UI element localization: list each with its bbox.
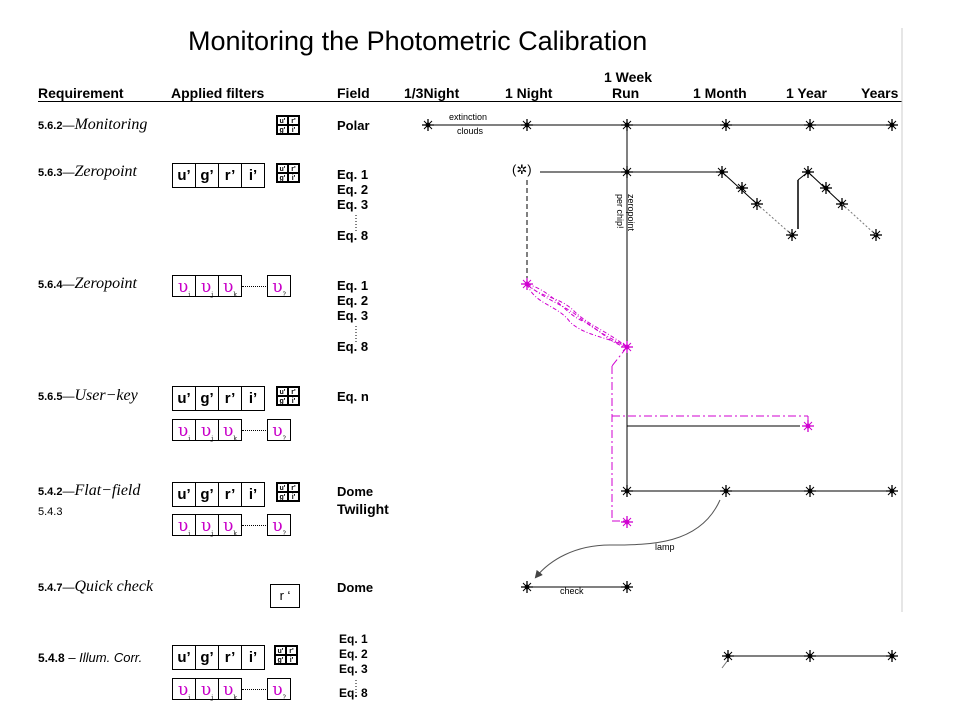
magenta-braid [526, 283, 628, 348]
label-clouds: clouds [457, 126, 484, 136]
marker-star-magenta [801, 419, 815, 433]
p-filter-box: υi υj υk υ? [172, 678, 291, 701]
req-quickcheck: 5.4.7—Quick check [38, 578, 154, 595]
page-title: Monitoring the Photometric Calibration [188, 26, 648, 56]
field-polar: Polar [337, 118, 370, 133]
lamp-arrow [534, 499, 721, 579]
marker-star [735, 181, 749, 195]
p-filter-box: υi υj υk υ? [172, 275, 291, 298]
req-monitoring: 5.6.2—Monitoring [38, 116, 148, 133]
req-flatfield: 5.4.2—Flat−field [38, 482, 141, 499]
paren-marker: (✲) [512, 162, 532, 177]
header-week-line1: 1 Week [604, 69, 652, 85]
marker-star [620, 484, 634, 498]
mini-filter-grid: u'r'g'i' [276, 386, 300, 406]
mini-filter-grid: u'r'g'i' [276, 115, 300, 135]
marker-star [885, 484, 899, 498]
marker-star [620, 580, 634, 594]
req-illum: 5.4.8 – Illum. Corr. [38, 650, 143, 665]
field-twilight: Twilight [337, 501, 389, 517]
label-extinction: extinction [449, 112, 488, 122]
marker-star [520, 118, 534, 132]
marker-star-magenta [620, 515, 634, 529]
req-zeropoint2: 5.6.4—Zeropoint [38, 275, 137, 292]
label-check: check [560, 586, 584, 596]
req-zeropoint1: 5.6.3—Zeropoint [38, 163, 137, 180]
marker-star [885, 118, 899, 132]
filter-box-ugri: u’g’r’i’ [172, 386, 265, 411]
filter-box-ugri: u’g’r’i’ [172, 482, 265, 507]
marker-star [819, 181, 833, 195]
p-filter-box: υi υj υk υ? [172, 419, 291, 442]
field-dome: Dome [337, 484, 374, 499]
filter-box-r: r ‘ [270, 584, 300, 608]
marker-star [421, 118, 435, 132]
filter-box-ugri: u’g’r’i’ [172, 163, 265, 188]
mini-filter-grid: u'r'g'i' [276, 482, 300, 502]
field-eq-n: Eq. n [337, 389, 369, 404]
magenta-path [611, 346, 809, 522]
marker-star-magenta [520, 277, 534, 291]
header-rule [38, 101, 902, 102]
req-monitoring-num: 5.6.2 [38, 120, 63, 132]
req-monitoring-name: Monitoring [74, 116, 148, 133]
req-flatfield-num2: 5.4.3 [38, 506, 63, 518]
marker-star [721, 649, 735, 663]
req-userkey: 5.6.5—User−key [38, 387, 138, 404]
mini-filter-grid: u'r'g'i' [274, 645, 298, 665]
filter-box-ugri: u’g’r’i’ [172, 645, 265, 670]
marker-star [803, 649, 817, 663]
mini-filter-grid: u'r'g'i' [276, 163, 300, 183]
label-lamp: lamp [655, 542, 675, 552]
p-filter-box: υi υj υk υ? [172, 514, 291, 537]
marker-star [520, 580, 534, 594]
marker-star [719, 484, 733, 498]
marker-star [885, 649, 899, 663]
marker-star [803, 484, 817, 498]
marker-star [719, 118, 733, 132]
field-dome: Dome [337, 580, 374, 595]
marker-star [803, 118, 817, 132]
